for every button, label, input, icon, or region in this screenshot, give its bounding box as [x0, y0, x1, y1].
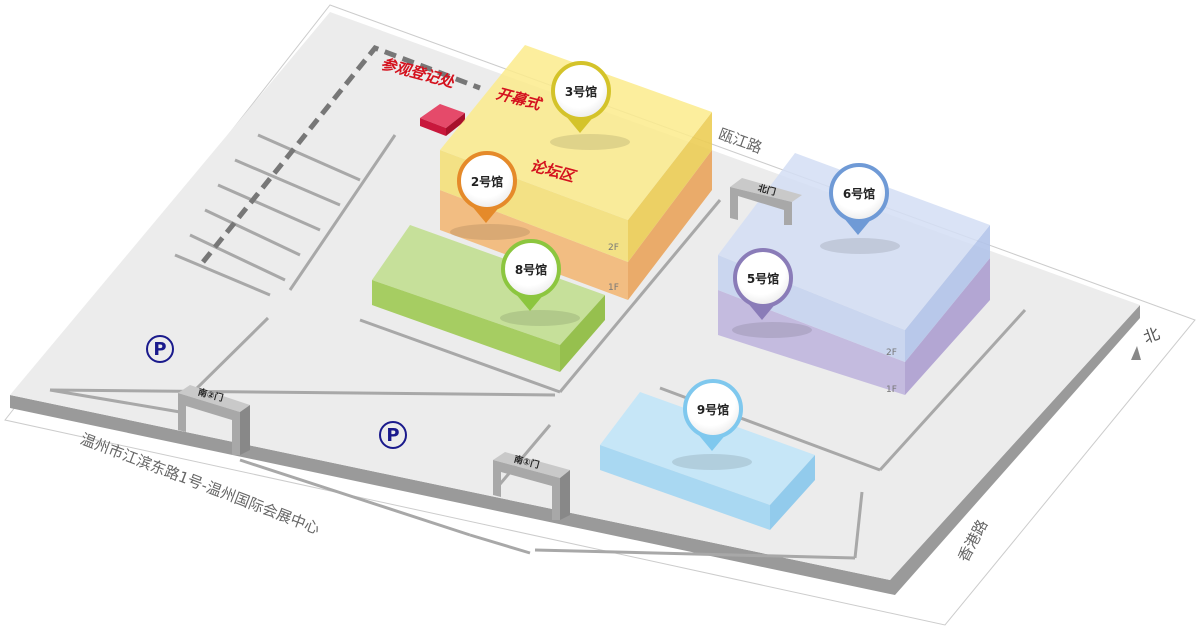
floor-2f-label-east: 2F [886, 348, 897, 358]
floor-1f-label: 1F [608, 283, 619, 293]
registration-box [420, 118, 446, 136]
parking-icon: P [146, 335, 174, 363]
hall-9-building [600, 392, 815, 505]
hall-2-3-building [440, 45, 712, 220]
hall-9-pin[interactable]: 9号馆 [683, 379, 743, 439]
hall-8-label: 8号馆 [514, 262, 548, 277]
hall-8-building [372, 225, 605, 345]
parking-lines [49, 133, 1027, 560]
hall-8-pin[interactable]: 8号馆 [501, 239, 561, 299]
hall-9-label: 9号馆 [696, 402, 730, 417]
hall-6-label: 6号馆 [842, 186, 876, 201]
hall-5-pin[interactable]: 5号馆 [733, 248, 793, 308]
pin-tails [450, 115, 900, 470]
hall-6-pin[interactable]: 6号馆 [829, 163, 889, 223]
hall-5-label: 5号馆 [746, 271, 780, 286]
north-arrow-icon [1131, 346, 1141, 360]
floor-2f-label: 2F [608, 243, 619, 253]
parking-icon-2: P [379, 421, 407, 449]
hall-3-label: 3号馆 [564, 84, 598, 99]
hall-2-label: 2号馆 [470, 174, 504, 189]
route-dashed-line [201, 45, 481, 264]
hall-2-pin[interactable]: 2号馆 [457, 151, 517, 211]
hall-3-pin[interactable]: 3号馆 [551, 61, 611, 121]
floor-1f-label-east: 1F [886, 385, 897, 395]
gate-structures [178, 178, 802, 520]
